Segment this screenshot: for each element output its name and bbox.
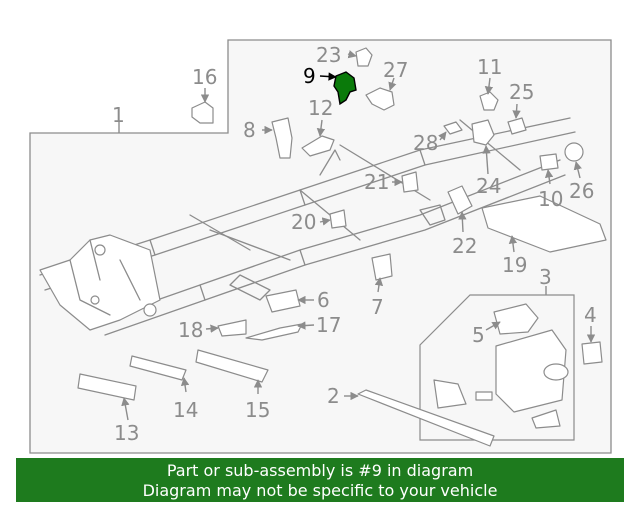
part-9-highlighted [333,71,357,106]
part-18 [217,319,247,337]
notice-line-2: Diagram may not be specific to your vehi… [142,481,498,500]
parts-diagram: 1 2 3 4 5 6 7 8 9 10 11 12 13 14 15 16 1… [29,39,612,454]
callout-24: 24 [476,174,501,198]
part-13 [77,373,137,401]
callout-8: 8 [243,118,256,142]
part-19 [481,195,607,253]
leader-lines [118,50,596,421]
part-6 [265,289,301,313]
callout-15: 15 [245,398,270,422]
part-27 [365,87,395,111]
callout-26: 26 [569,179,594,203]
part-16 [191,101,214,124]
callout-17: 17 [316,313,341,337]
callout-3: 3 [539,265,552,289]
part-28 [443,121,463,135]
callout-4: 4 [584,303,597,327]
callout-6: 6 [317,288,330,312]
callout-10: 10 [538,187,563,211]
callout-19: 19 [502,253,527,277]
callout-16: 16 [192,65,217,89]
fitment-notice-banner: Part or sub-assembly is #9 in diagram Di… [16,458,624,502]
callout-9: 9 [303,64,316,88]
part-7 [371,253,393,281]
part-12 [301,135,335,157]
callout-12: 12 [308,96,333,120]
callout-labels: 1 2 3 4 5 6 7 8 9 10 11 12 13 14 15 16 1… [112,43,597,445]
part-8 [271,117,293,159]
callout-11: 11 [477,55,502,79]
part-26 [564,142,584,162]
callout-27: 27 [383,58,408,82]
callout-21: 21 [364,170,389,194]
callout-7: 7 [371,295,384,319]
part-4 [581,341,603,365]
notice-line-1: Part or sub-assembly is #9 in diagram [166,461,474,480]
callout-2: 2 [327,384,340,408]
callout-28: 28 [413,131,438,155]
part-10 [539,153,559,171]
callout-23: 23 [316,43,341,67]
callout-1: 1 [112,103,125,127]
callout-5: 5 [472,323,485,347]
callout-25: 25 [509,80,534,104]
part-25 [507,117,527,135]
callout-22: 22 [452,234,477,258]
callout-14: 14 [173,398,198,422]
part-24 [471,119,495,146]
part-20 [329,209,347,229]
callout-20: 20 [291,210,316,234]
part-22 [447,185,473,215]
part-23 [355,47,373,67]
part-2 [357,389,495,447]
part-3-subassembly [433,303,569,429]
callout-13: 13 [114,421,139,445]
callout-18: 18 [178,318,203,342]
part-21 [401,171,419,193]
